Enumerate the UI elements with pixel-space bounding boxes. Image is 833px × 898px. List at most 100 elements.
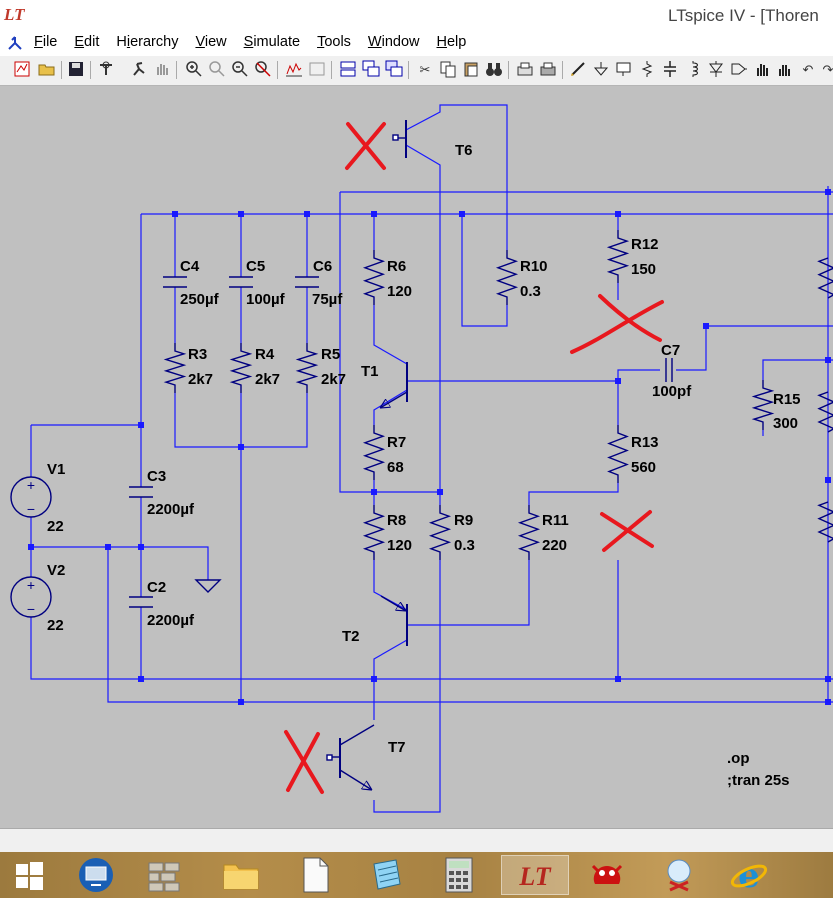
label-c3-value[interactable]: 2200µf [147, 501, 195, 518]
label-c7-value[interactable]: 100pf [652, 383, 692, 400]
autorange-icon[interactable] [307, 60, 327, 80]
undo-icon[interactable]: ↶ [802, 62, 814, 77]
resistor-offscreen-2[interactable] [817, 391, 833, 433]
label-v1-value[interactable]: 22 [47, 518, 64, 535]
label-r5-name[interactable]: R5 [321, 346, 340, 363]
label-r13-name[interactable]: R13 [631, 434, 659, 451]
save-icon[interactable] [66, 60, 86, 80]
print-setup-icon[interactable] [515, 60, 535, 80]
op-directive[interactable]: .op [727, 750, 750, 767]
capacitor-c6[interactable] [295, 276, 319, 288]
label-c3-name[interactable]: C3 [147, 468, 166, 485]
label-r3-value[interactable]: 2k7 [188, 371, 213, 388]
zoom-fit-icon[interactable] [253, 60, 273, 80]
voltage-source-v1[interactable]: + − [10, 476, 52, 518]
voltage-source-v2[interactable]: + − [10, 576, 52, 618]
tile-vertical-icon[interactable] [384, 60, 404, 80]
label-r12-name[interactable]: R12 [631, 236, 659, 253]
label-r6-value[interactable]: 120 [387, 283, 412, 300]
label-r5-value[interactable]: 2k7 [321, 371, 346, 388]
firewall-icon[interactable] [135, 855, 193, 895]
resistor-r13[interactable] [607, 425, 629, 483]
transistor-t1[interactable] [380, 362, 408, 408]
open-folder-icon[interactable] [37, 60, 57, 80]
transistor-t2[interactable] [380, 595, 408, 646]
menu-window[interactable]: Window [367, 34, 420, 50]
label-r11-name[interactable]: R11 [542, 512, 569, 529]
label-c5-value[interactable]: 100µf [246, 291, 286, 308]
resistor-r5[interactable] [295, 343, 319, 393]
label-r13-value[interactable]: 560 [631, 459, 656, 476]
label-r9-name[interactable]: R9 [454, 512, 473, 529]
ltspice-icon[interactable]: LT [501, 855, 569, 895]
cascade-icon[interactable] [361, 60, 381, 80]
resistor-r11[interactable] [517, 505, 541, 560]
capacitor-c2[interactable] [129, 596, 153, 608]
gimp-icon[interactable] [578, 855, 636, 895]
resistor-offscreen-1[interactable] [817, 257, 833, 299]
capacitor-c3[interactable] [129, 486, 153, 498]
schematic-canvas[interactable]: + − + − [0, 86, 833, 828]
transistor-t7[interactable] [326, 724, 375, 790]
resistor-r9[interactable] [428, 505, 452, 560]
redo-icon[interactable]: ↷ [822, 62, 833, 77]
label-c6-value[interactable]: 75µf [312, 291, 343, 308]
label-r10-value[interactable]: 0.3 [520, 283, 541, 300]
calculator-icon[interactable] [430, 855, 488, 895]
file-explorer-icon[interactable] [212, 855, 270, 895]
resistor-r4[interactable] [229, 343, 253, 393]
label-v1-name[interactable]: V1 [47, 461, 65, 478]
menu-edit[interactable]: Edit [74, 34, 100, 50]
resistor-r12[interactable] [606, 230, 630, 283]
zoom-in-icon[interactable] [184, 60, 204, 80]
find-binoculars-icon[interactable] [484, 60, 504, 80]
run-icon[interactable] [129, 60, 149, 80]
label-c4-name[interactable]: C4 [180, 258, 200, 275]
notepad-icon[interactable] [356, 855, 414, 895]
capacitor-c5[interactable] [229, 276, 253, 288]
capacitor-c4[interactable] [163, 276, 187, 288]
pan-icon[interactable] [207, 60, 227, 80]
label-r8-value[interactable]: 120 [387, 537, 412, 554]
label-t7-name[interactable]: T7 [388, 739, 406, 756]
cut-icon[interactable]: ✂ [419, 62, 431, 77]
label-c4-value[interactable]: 250µf [180, 291, 220, 308]
internet-explorer-icon[interactable]: e [720, 855, 778, 895]
label-r7-name[interactable]: R7 [387, 434, 406, 451]
remote-desktop-icon[interactable] [67, 855, 125, 895]
capacitor-c7[interactable] [665, 358, 673, 382]
label-v2-value[interactable]: 22 [47, 617, 64, 634]
label-r11-value[interactable]: 220 [542, 537, 567, 554]
label-r3-name[interactable]: R3 [188, 346, 207, 363]
paste-icon[interactable] [461, 60, 481, 80]
diode-icon[interactable] [706, 60, 726, 80]
label-t2-name[interactable]: T2 [342, 628, 360, 645]
label-r6-name[interactable]: R6 [387, 258, 406, 275]
copy-icon[interactable] [438, 60, 458, 80]
label-net-icon[interactable] [614, 60, 634, 80]
tran-directive[interactable]: ;tran 25s [727, 772, 790, 789]
resistor-r6[interactable] [362, 250, 386, 305]
document-icon[interactable] [287, 855, 345, 895]
label-c5-name[interactable]: C5 [246, 258, 265, 275]
menu-file[interactable]: File [34, 34, 58, 50]
print-icon[interactable] [538, 60, 558, 80]
label-r7-value[interactable]: 68 [387, 459, 404, 476]
component-icon[interactable] [729, 60, 749, 80]
ground-icon[interactable] [591, 60, 611, 80]
menu-tools[interactable]: Tools [317, 34, 351, 50]
move-hand-icon[interactable] [752, 60, 772, 80]
resistor-r8[interactable] [362, 505, 386, 560]
label-r8-name[interactable]: R8 [387, 512, 406, 529]
new-schematic-icon[interactable] [12, 60, 32, 80]
label-r4-value[interactable]: 2k7 [255, 371, 280, 388]
capacitor-icon[interactable] [660, 60, 680, 80]
resistor-icon[interactable] [637, 60, 657, 80]
resistor-r10[interactable] [495, 250, 519, 305]
inductor-icon[interactable] [683, 60, 703, 80]
resistor-r7[interactable] [362, 425, 386, 480]
label-t1-name[interactable]: T1 [361, 363, 379, 380]
zoom-out-icon[interactable] [230, 60, 250, 80]
resistor-offscreen-3[interactable] [817, 501, 833, 543]
snipping-tool-icon[interactable] [650, 855, 708, 895]
